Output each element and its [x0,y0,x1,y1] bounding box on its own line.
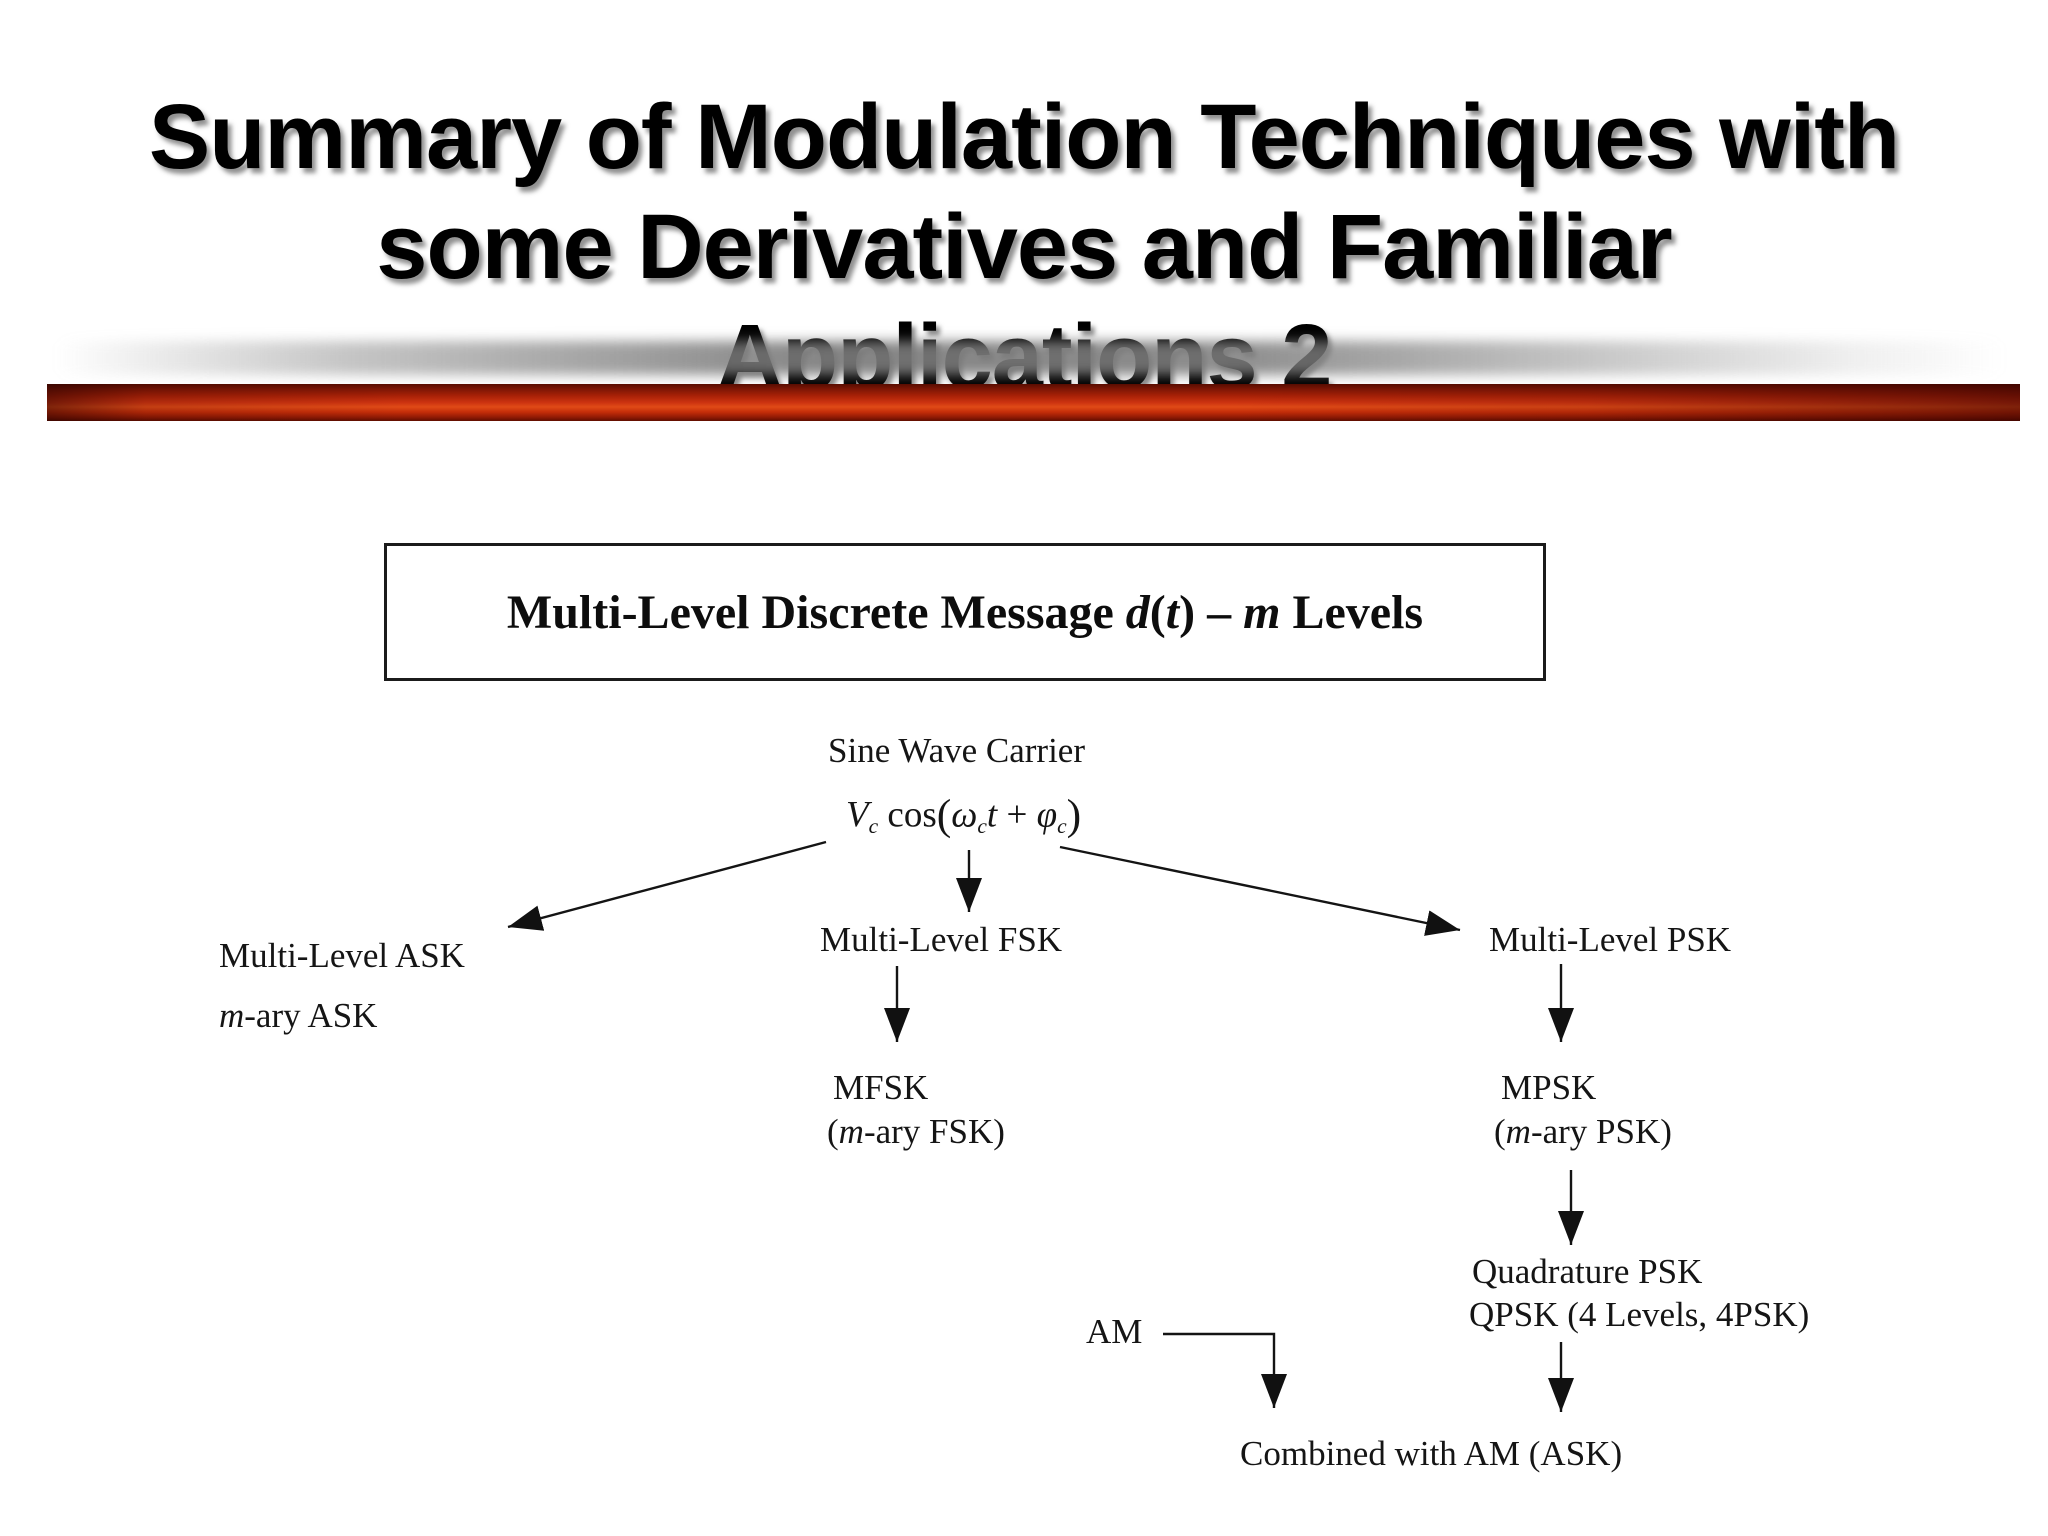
formula-open-paren: ( [936,791,952,839]
arrow-am-to-combined [1163,1332,1287,1408]
node-m-ary-ask: m-ary ASK [219,996,377,1036]
message-box-m: m [1243,585,1281,639]
m-ary-psk-rest: -ary PSK) [1530,1112,1672,1151]
m-ary-fsk-rest: -ary FSK) [863,1112,1005,1151]
message-box: Multi-Level Discrete Message d(t) – m Le… [384,543,1546,681]
accent-bar [47,384,2020,421]
message-box-d: d [1125,585,1150,639]
node-mpsk: MPSK [1501,1068,1597,1107]
node-m-ary-fsk: (m-ary FSK) [827,1112,1005,1152]
node-multi-level-psk: Multi-Level PSK [1489,920,1732,959]
node-qpsk-levels: QPSK (4 Levels, 4PSK) [1469,1295,1810,1334]
m-ary-fsk-open-paren: ( [827,1112,839,1151]
formula-sub-c2: c [977,813,987,838]
node-multi-level-fsk: Multi-Level FSK [820,920,1063,959]
formula-sub-c1: c [868,813,879,838]
formula-t: t [986,794,998,836]
formula-plus: + [997,794,1037,836]
node-am: AM [1086,1312,1143,1351]
m-ary-psk-open-paren: ( [1494,1112,1506,1151]
m-ary-fsk-m: m [838,1112,864,1151]
node-sine-wave-carrier: Sine Wave Carrier [828,731,1085,770]
formula-sub-c3: c [1057,813,1067,838]
node-combined-with-am-ask: Combined with AM (ASK) [1240,1434,1623,1473]
node-m-ary-psk: (m-ary PSK) [1494,1112,1672,1152]
formula-omega: ω [951,794,978,836]
node-multi-level-ask: Multi-Level ASK [219,936,465,975]
m-ary-ask-m: m [219,996,245,1035]
message-box-dash: – [1195,585,1244,639]
formula-phi: φ [1036,794,1058,836]
arrow-carrier-to-ask [507,840,827,931]
carrier-formula: Vc cos(ωct + φc) [846,790,1081,840]
node-quadrature-psk: Quadrature PSK [1472,1252,1703,1291]
arrow-carrier-to-psk [1059,845,1461,936]
formula-V: V [846,794,869,836]
message-box-open-paren: ( [1149,585,1166,639]
formula-cos: cos [878,794,937,836]
m-ary-ask-rest: -ary ASK [244,996,378,1035]
node-mfsk: MFSK [833,1068,929,1107]
message-box-prefix: Multi-Level Discrete Message [506,585,1126,639]
message-box-suffix: Levels [1280,585,1424,639]
m-ary-psk-m: m [1505,1112,1531,1151]
message-box-text: Multi-Level Discrete Message d(t) – m Le… [507,585,1423,640]
message-box-t: t [1165,585,1180,639]
title-shadow-band [55,341,2005,375]
message-box-close-paren: ) [1179,585,1196,639]
formula-close-paren: ) [1066,791,1082,839]
